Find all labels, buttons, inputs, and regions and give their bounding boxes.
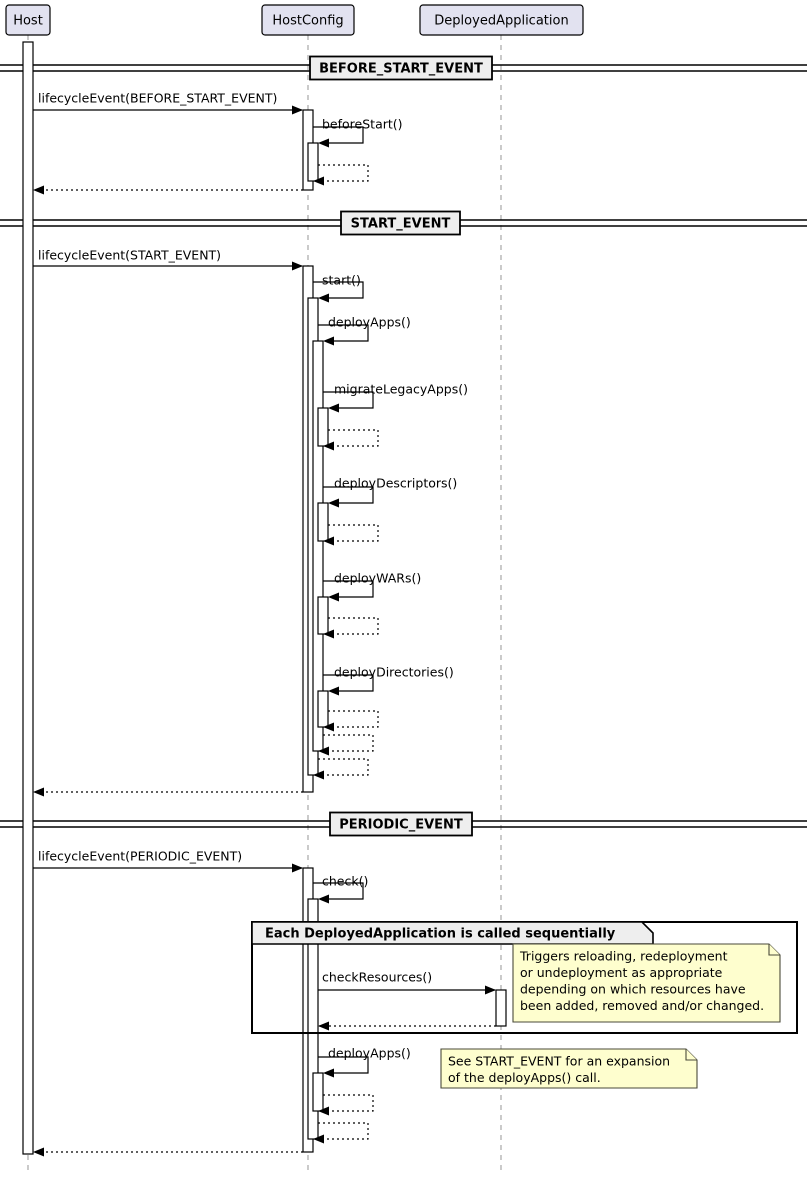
message-self-return <box>313 164 369 186</box>
activation-bar <box>312 1072 324 1112</box>
message-label: checkResources() <box>322 970 432 985</box>
message-self-return <box>318 1094 374 1116</box>
divider-before-start-event: BEFORE_START_EVENT <box>0 55 807 81</box>
message-self-return <box>323 710 379 732</box>
participant-hostconfig[interactable]: HostConfig <box>261 4 355 36</box>
participant-host[interactable]: Host <box>5 4 51 36</box>
message-checkresources: checkResources() <box>318 970 496 995</box>
activation-bar <box>307 142 319 182</box>
message-return <box>33 787 303 797</box>
frame-label: Each DeployedApplication is called seque… <box>265 927 616 942</box>
activation-bar <box>495 989 507 1027</box>
activation-bar <box>312 340 324 752</box>
message-label: beforeStart() <box>322 117 403 132</box>
participant-label: DeployedApplication <box>434 14 568 29</box>
activation-bar <box>317 596 329 635</box>
message-label: lifecycleEvent(START_EVENT) <box>38 248 221 263</box>
message-label: lifecycleEvent(BEFORE_START_EVENT) <box>38 91 277 106</box>
message-label: deployWARs() <box>334 571 421 586</box>
activation-bar <box>22 41 34 1155</box>
activation-bar <box>317 690 329 728</box>
message-self-return <box>318 734 374 756</box>
participants-layer: Host HostConfig DeployedApplication <box>5 4 584 36</box>
message-self-return <box>323 617 379 639</box>
note-line: of the deployApps() call. <box>448 1070 601 1085</box>
message-label: lifecycleEvent(PERIODIC_EVENT) <box>38 849 242 864</box>
message-return <box>318 1021 496 1031</box>
message-deploydescriptors: deployDescriptors() <box>323 476 457 508</box>
note-line: been added, removed and/or changed. <box>520 998 764 1013</box>
dividers-layer: BEFORE_START_EVENT START_EVENT PERIODIC_EV… <box>0 55 807 837</box>
message-label: deployApps() <box>328 1046 411 1061</box>
message-deployapps: deployApps() <box>318 315 411 346</box>
message-start: start() <box>313 273 364 303</box>
message-return <box>33 1147 303 1157</box>
divider-label: START_EVENT <box>351 217 451 232</box>
message-self-return <box>313 758 369 780</box>
message-lifecycleevent-start-event: lifecycleEvent(START_EVENT) <box>33 248 303 271</box>
note-line: or undeployment as appropriate <box>520 965 723 980</box>
message-self-return <box>323 429 379 451</box>
message-deployapps: deployApps() <box>318 1046 411 1078</box>
message-label: start() <box>322 273 361 288</box>
note-line: depending on which resources have <box>520 982 746 997</box>
messages-layer: lifecycleEvent(BEFORE_START_EVENT)before… <box>33 91 496 1157</box>
frame-each-deployed-application: Each DeployedApplication is called seque… <box>251 921 798 1034</box>
message-label: deployApps() <box>328 315 411 330</box>
participant-deployedapplication[interactable]: DeployedApplication <box>419 4 584 36</box>
activation-bar <box>317 502 329 542</box>
message-check: check() <box>313 874 368 904</box>
divider-label: BEFORE_START_EVENT <box>319 62 483 77</box>
message-return <box>33 185 303 195</box>
divider-label: PERIODIC_EVENT <box>339 818 463 833</box>
frames-layer: Each DeployedApplication is called seque… <box>251 921 798 1034</box>
divider-start-event: START_EVENT <box>0 210 807 236</box>
message-lifecycleevent-periodic-event: lifecycleEvent(PERIODIC_EVENT) <box>33 849 303 873</box>
participant-label: HostConfig <box>272 14 343 29</box>
message-self-return <box>313 1122 369 1144</box>
participant-label: Host <box>13 14 43 29</box>
lifelines-layer <box>27 35 502 1172</box>
message-beforestart: beforeStart() <box>313 117 403 148</box>
message-label: check() <box>322 874 368 889</box>
divider-periodic-event: PERIODIC_EVENT <box>0 811 807 837</box>
message-self-return <box>323 524 379 546</box>
note-line: Triggers reloading, redeployment <box>519 949 728 964</box>
note-line: See START_EVENT for an expansion <box>448 1054 670 1069</box>
message-deploydirectories: deployDirectories() <box>323 665 454 696</box>
activation-bar <box>317 407 329 447</box>
activations-layer <box>22 41 507 1155</box>
message-lifecycleevent-before-start-event: lifecycleEvent(BEFORE_START_EVENT) <box>33 91 303 115</box>
message-label: deployDirectories() <box>334 665 454 680</box>
message-label: migrateLegacyApps() <box>334 382 468 397</box>
message-deploywars: deployWARs() <box>323 571 421 602</box>
message-label: deployDescriptors() <box>334 476 457 491</box>
message-migratelegacyapps: migrateLegacyApps() <box>323 382 468 413</box>
